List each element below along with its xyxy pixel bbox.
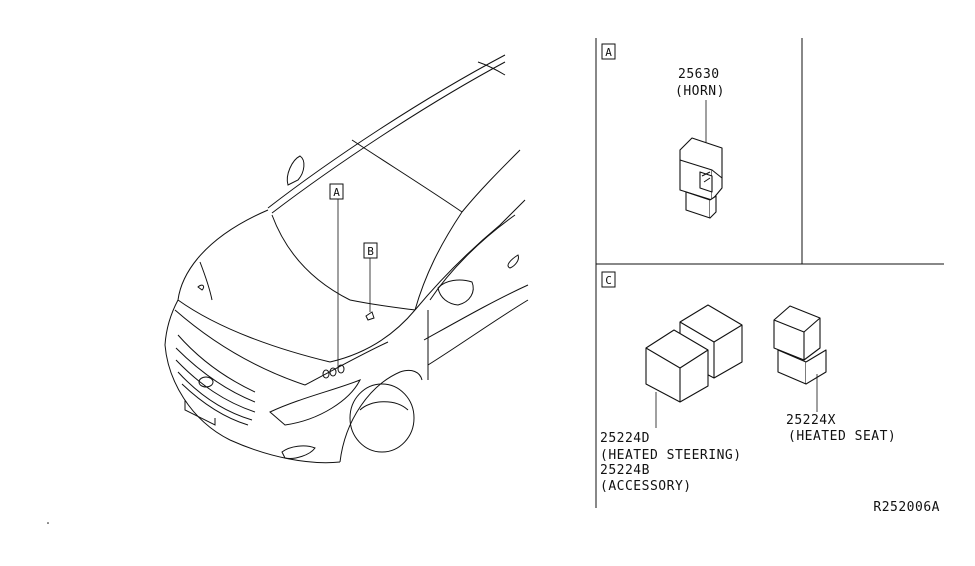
accessory-part-name: (ACCESSORY) bbox=[600, 479, 692, 494]
diagram-reference-id: R252006A bbox=[873, 500, 940, 515]
callout-b-car: B bbox=[363, 242, 378, 312]
panel-frame bbox=[595, 38, 944, 508]
callout-a-label: A bbox=[333, 186, 340, 199]
heated-steering-part-name: (HEATED STEERING) bbox=[600, 448, 742, 463]
horn-relay-icon bbox=[679, 137, 723, 219]
heated-seat-part-number: 25224X bbox=[786, 413, 836, 428]
panel-a: A 25630 (HORN) bbox=[601, 43, 725, 219]
callout-b-label: B bbox=[367, 245, 374, 258]
callout-a-car: A bbox=[329, 183, 344, 368]
heated-steering-part-number: 25224D bbox=[600, 431, 650, 446]
heated-seat-relay-icon bbox=[773, 305, 827, 385]
stray-dot bbox=[47, 522, 49, 524]
heated-seat-part-name: (HEATED SEAT) bbox=[788, 429, 896, 444]
accessory-part-number: 25224B bbox=[600, 463, 650, 478]
horn-part-number: 25630 bbox=[678, 67, 720, 82]
panel-a-label: A bbox=[605, 46, 612, 59]
horn-part-name: (HORN) bbox=[675, 84, 725, 99]
dual-relay-icon bbox=[645, 304, 743, 403]
panel-c: C 25224D (HEATED STEERING) 25224B (ACCES… bbox=[600, 271, 896, 494]
car-illustration bbox=[164, 54, 529, 464]
panel-c-label: C bbox=[605, 274, 612, 287]
